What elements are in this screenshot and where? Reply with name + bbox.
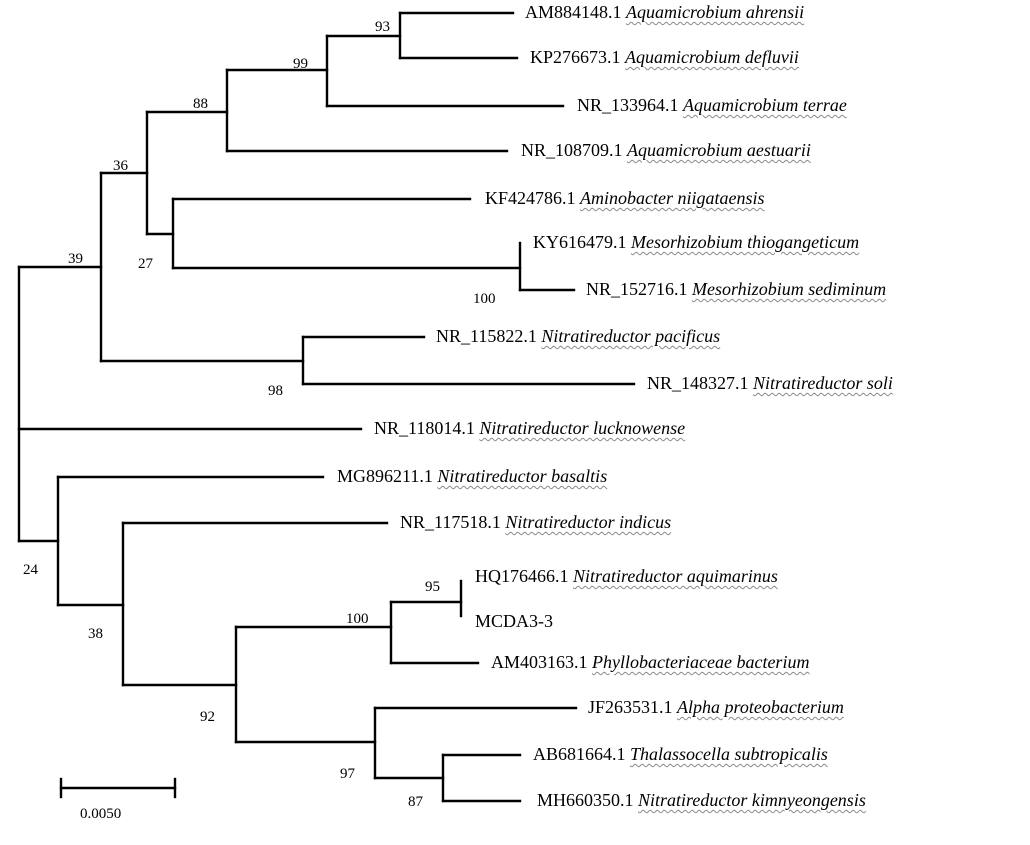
bootstrap-value: 92 — [200, 709, 215, 725]
bootstrap-value: 100 — [346, 611, 369, 627]
leaf-label: AB681664.1 Thalassocella subtropicalis — [533, 744, 828, 764]
bootstrap-value: 87 — [408, 794, 423, 810]
leaf-label: NR_152716.1 Mesorhizobium sediminum — [586, 279, 886, 299]
leaf-label: MG896211.1 Nitratireductor basaltis — [337, 466, 607, 486]
leaf-label: NR_148327.1 Nitratireductor soli — [647, 373, 893, 393]
accession: MCDA3-3 — [475, 611, 554, 631]
accession: NR_108709.1 — [521, 140, 623, 160]
bootstrap-value: 98 — [268, 383, 283, 399]
species-name: Aminobacter niigataensis — [580, 188, 765, 208]
leaf-label: KF424786.1 Aminobacter niigataensis — [485, 188, 765, 208]
leaf-label: NR_117518.1 Nitratireductor indicus — [400, 512, 671, 532]
bootstrap-value: 38 — [88, 626, 103, 642]
species-name: Thalassocella subtropicalis — [630, 744, 828, 764]
leaf-label: MH660350.1 Nitratireductor kimnyeongensi… — [537, 790, 866, 810]
bootstrap-value: 36 — [113, 158, 128, 174]
leaf-label: KY616479.1 Mesorhizobium thiogangeticum — [533, 232, 859, 252]
bootstrap-value: 97 — [340, 766, 355, 782]
bootstrap-value: 93 — [375, 19, 390, 35]
species-name: Nitratireductor lucknowense — [479, 418, 686, 438]
leaf-label: AM403163.1 Phyllobacteriaceae bacterium — [491, 652, 809, 672]
species-name: Aquamicrobium ahrensii — [626, 2, 805, 22]
bootstrap-value: 24 — [23, 562, 38, 578]
accession: NR_115822.1 — [436, 326, 537, 346]
species-name: Nitratireductor kimnyeongensis — [638, 790, 866, 810]
accession: JF263531.1 — [588, 697, 673, 717]
accession: MG896211.1 — [337, 466, 433, 486]
species-name: Nitratireductor soli — [753, 373, 893, 393]
species-name: Aquamicrobium terrae — [683, 95, 847, 115]
leaf-label: NR_115822.1 Nitratireductor pacificus — [436, 326, 720, 346]
species-name: Aquamicrobium defluvii — [625, 47, 799, 67]
accession: NR_117518.1 — [400, 512, 501, 532]
leaf-label: HQ176466.1 Nitratireductor aquimarinus — [475, 566, 778, 586]
accession: NR_152716.1 — [586, 279, 688, 299]
species-name: Mesorhizobium sediminum — [692, 279, 887, 299]
accession: KP276673.1 — [530, 47, 621, 67]
accession: NR_133964.1 — [577, 95, 679, 115]
bootstrap-value: 39 — [68, 251, 83, 267]
species-name: Mesorhizobium thiogangeticum — [631, 232, 860, 252]
accession: AM884148.1 — [525, 2, 622, 22]
accession: HQ176466.1 — [475, 566, 569, 586]
species-name: Phyllobacteriaceae bacterium — [592, 652, 810, 672]
leaf-label: JF263531.1 Alpha proteobacterium — [588, 697, 844, 717]
species-name: Nitratireductor aquimarinus — [573, 566, 778, 586]
species-name: Nitratireductor indicus — [505, 512, 672, 532]
accession: NR_118014.1 — [374, 418, 475, 438]
bootstrap-value: 100 — [473, 291, 496, 307]
species-name: Nitratireductor basaltis — [437, 466, 608, 486]
bootstrap-value: 99 — [293, 56, 308, 72]
leaf-label: AM884148.1 Aquamicrobium ahrensii — [525, 2, 804, 22]
accession: AB681664.1 — [533, 744, 626, 764]
leaf-label: NR_133964.1 Aquamicrobium terrae — [577, 95, 847, 115]
accession: NR_148327.1 — [647, 373, 749, 393]
bootstrap-value: 88 — [193, 96, 208, 112]
accession: KY616479.1 — [533, 232, 627, 252]
leaf-label: NR_108709.1 Aquamicrobium aestuarii — [521, 140, 811, 160]
bootstrap-value: 27 — [138, 256, 153, 272]
species-name: Nitratireductor pacificus — [541, 326, 721, 346]
scale-bar-label: 0.0050 — [80, 806, 122, 822]
bootstrap-value: 95 — [425, 579, 440, 595]
species-name: Aquamicrobium aestuarii — [627, 140, 811, 160]
leaf-label: MCDA3-3 — [475, 611, 553, 631]
species-name: Alpha proteobacterium — [677, 697, 844, 717]
accession: AM403163.1 — [491, 652, 588, 672]
leaf-label: NR_118014.1 Nitratireductor lucknowense — [374, 418, 685, 438]
leaf-label: KP276673.1 Aquamicrobium defluvii — [530, 47, 799, 67]
accession: MH660350.1 — [537, 790, 634, 810]
accession: KF424786.1 — [485, 188, 576, 208]
